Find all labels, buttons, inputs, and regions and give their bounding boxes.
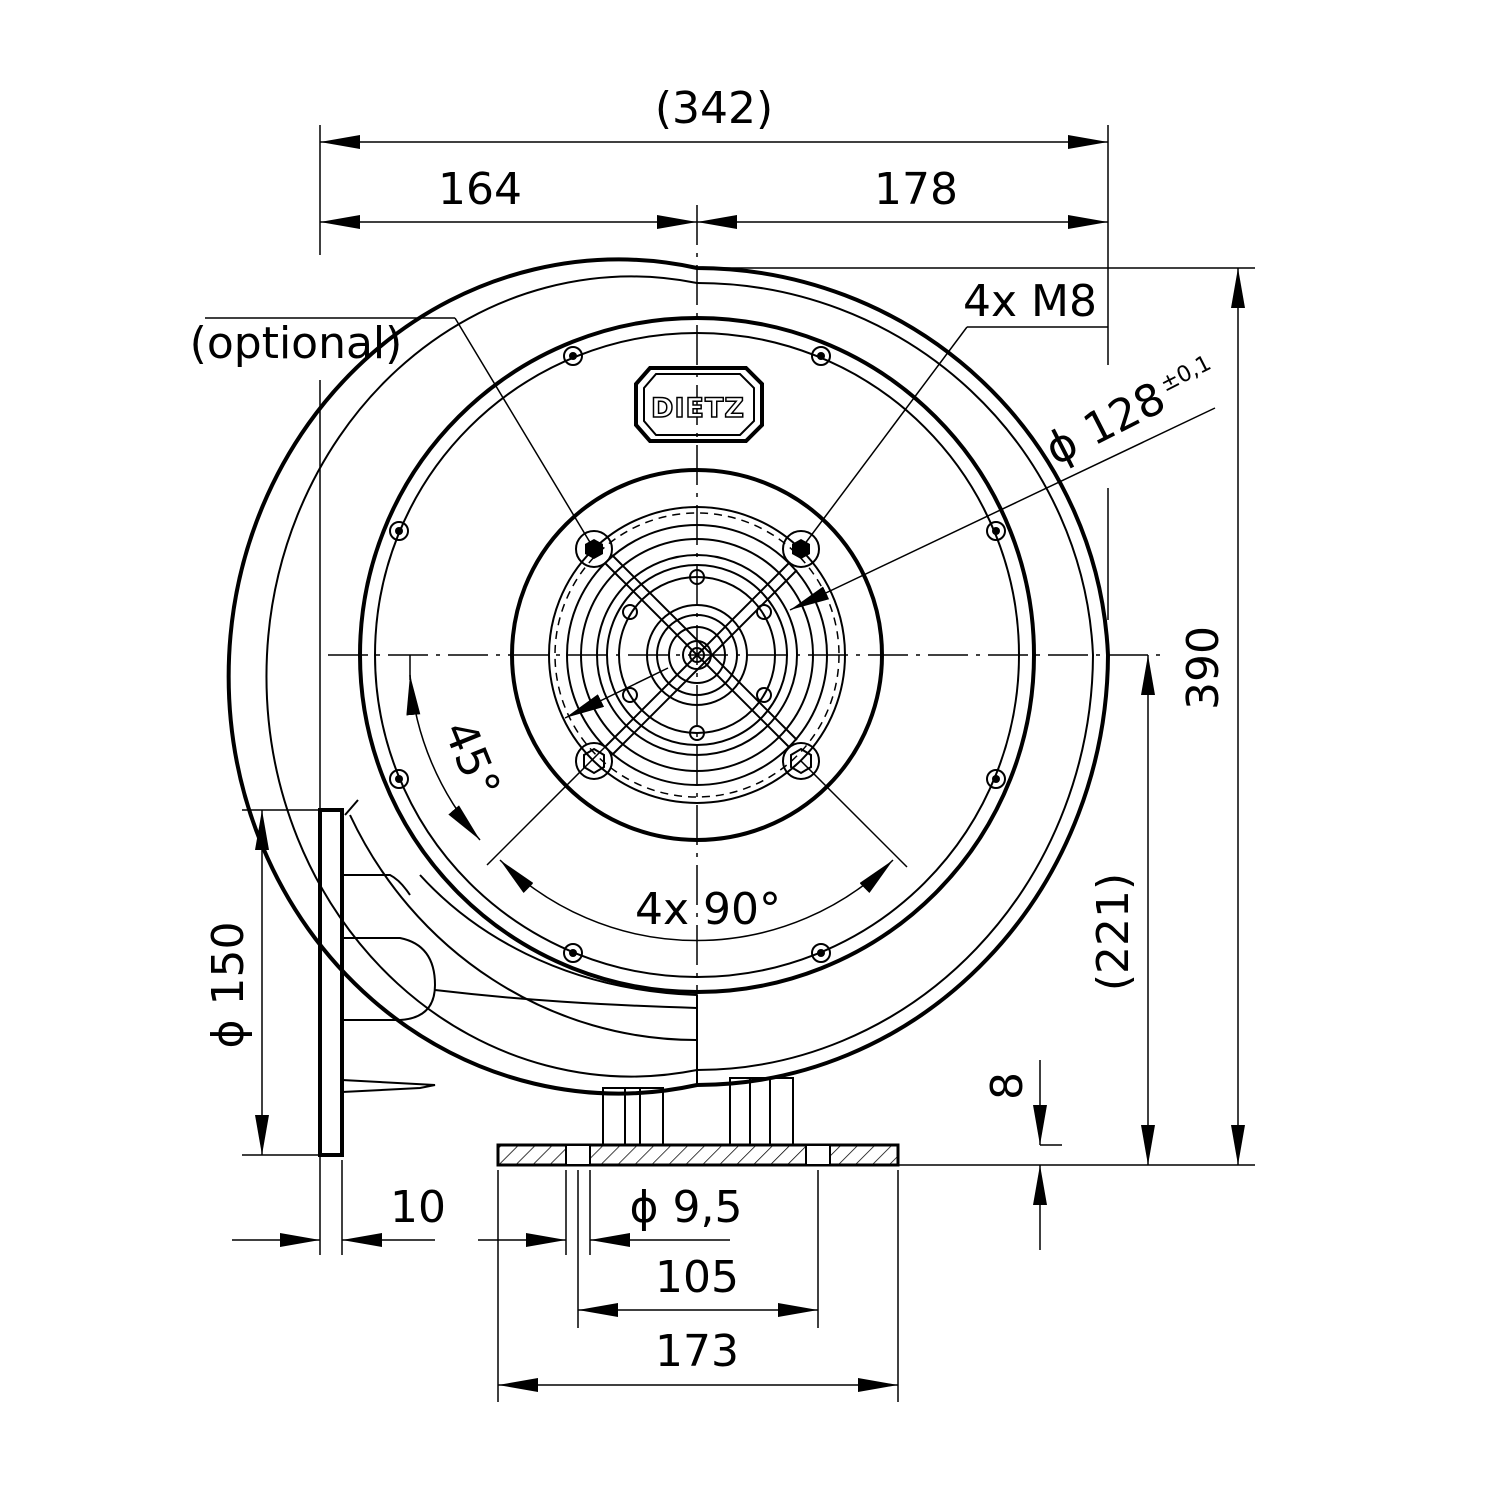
dim-outlet-diameter: ϕ 150	[203, 922, 254, 1049]
dim-foot-thickness: 8	[982, 1072, 1033, 1100]
dim-foot-width: 173	[655, 1326, 739, 1377]
foot-hole-left	[565, 1144, 591, 1166]
dim-right-width: 178	[874, 164, 958, 215]
foot-hole-right	[805, 1144, 831, 1166]
left-dimensions: ϕ 150 10	[203, 380, 446, 1255]
foot-plate	[496, 1143, 900, 1167]
dim-flange-thickness: 10	[390, 1182, 446, 1233]
housing-outer-spiral	[226, 257, 1111, 1096]
dim-overall-width: (342)	[655, 83, 773, 134]
bolt-bottom-left	[575, 742, 613, 780]
label-bolt-spec: 4x M8	[963, 276, 1097, 327]
back-plate-inner-rim	[374, 332, 1020, 978]
dietz-logo: DIETZ	[634, 366, 764, 443]
bottom-dimensions: ϕ 9,5 105 173	[478, 1170, 899, 1402]
hub-screws	[622, 569, 772, 741]
inlet-flange-outer	[510, 468, 884, 842]
base-foot	[496, 1077, 900, 1167]
top-dimensions: (342) 164 178	[319, 83, 1109, 620]
outlet-inner-curve	[349, 814, 698, 1042]
back-plate-rim	[358, 316, 1036, 994]
flange-plate	[318, 808, 344, 1157]
housing-inner-spiral	[265, 275, 1095, 1078]
dim-overall-height: 390	[1178, 626, 1229, 710]
flange-rib	[342, 937, 437, 1021]
label-inlet-tolerance: ±0,1	[1156, 351, 1215, 398]
logo-text: DIETZ	[651, 393, 745, 424]
dim-hole-spacing: 105	[655, 1252, 739, 1303]
dim-center-height: (221)	[1088, 873, 1139, 991]
label-angle-offset: 45°	[433, 714, 510, 805]
dim-left-width: 164	[438, 164, 522, 215]
dim-hole-diameter: ϕ 9,5	[630, 1182, 743, 1233]
right-dimensions: 390 (221) 8	[697, 267, 1255, 1250]
label-angle-spacing: 4x 90°	[635, 884, 781, 935]
callouts: (optional) 4x M8 ϕ 128 ±0,1	[190, 276, 1215, 719]
fan-housing	[226, 257, 1111, 1096]
bolt-bottom-right	[782, 742, 820, 780]
outlet-transition	[419, 874, 698, 996]
label-optional: (optional)	[190, 318, 403, 369]
